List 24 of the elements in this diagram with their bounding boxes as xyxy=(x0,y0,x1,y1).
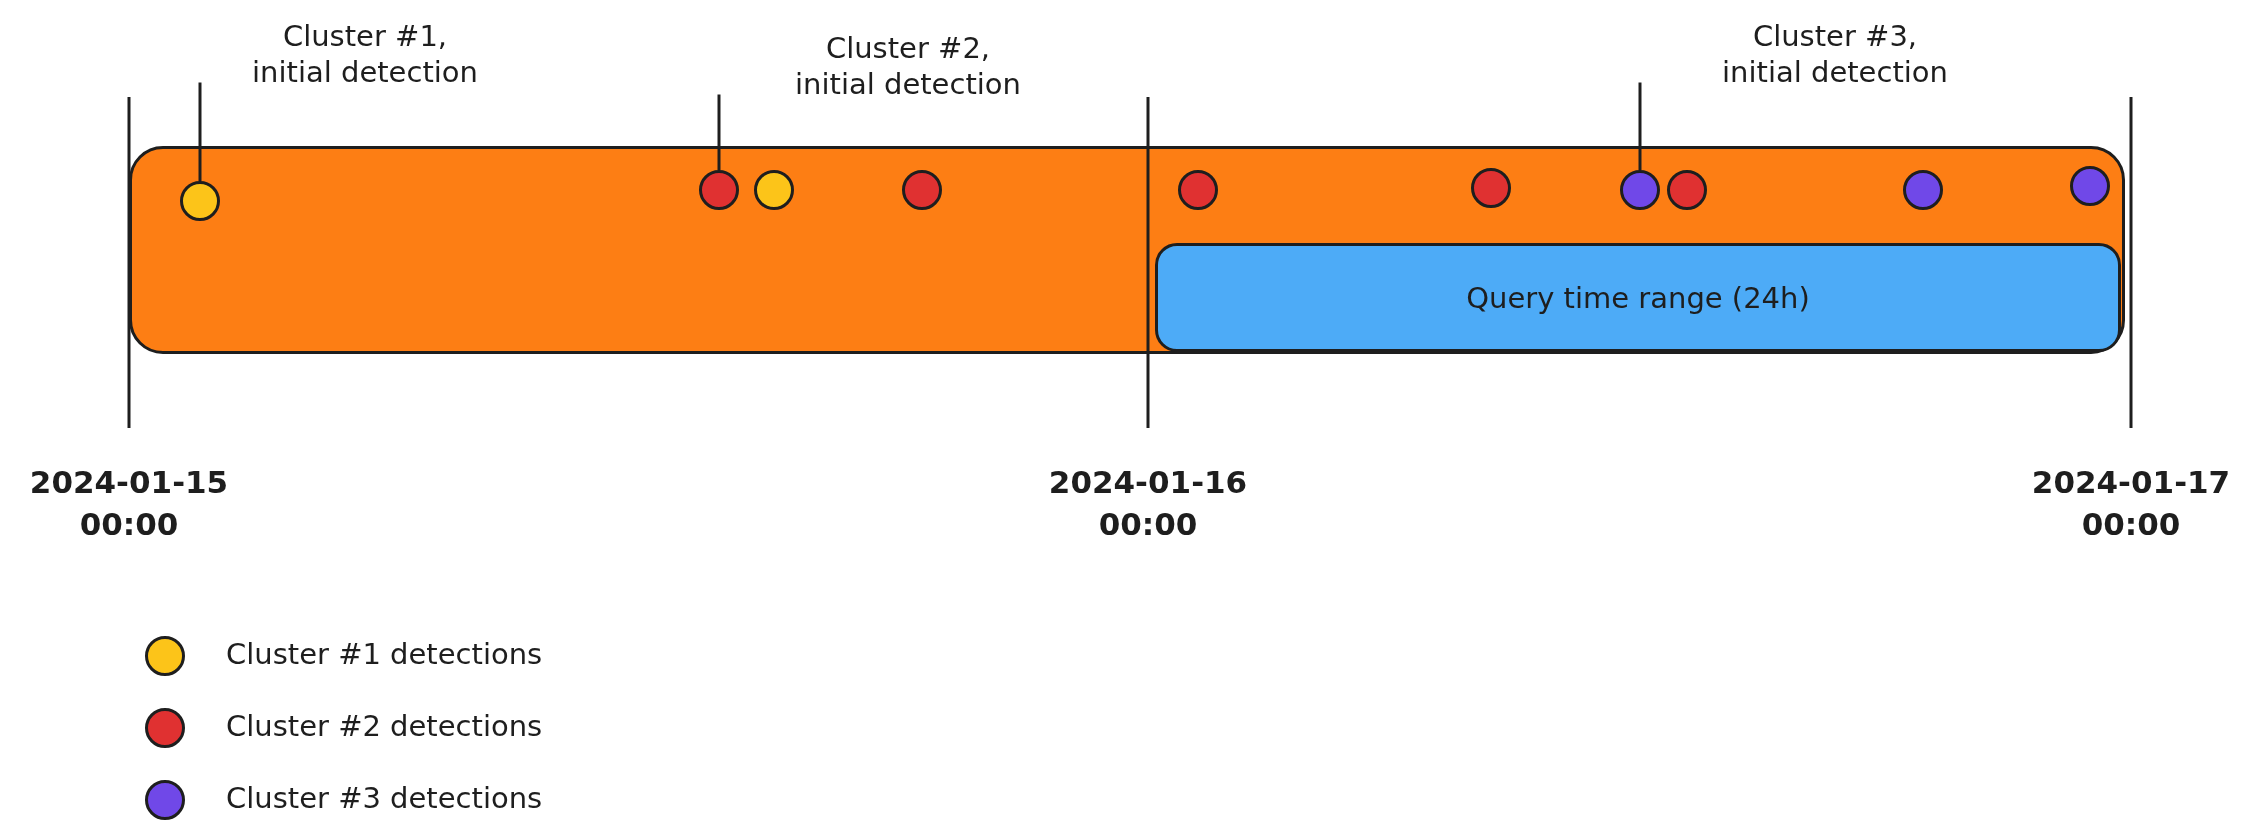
detection-dot xyxy=(2070,166,2110,206)
detection-dot xyxy=(1620,170,1660,210)
callout-text: Cluster #2, initial detection xyxy=(788,30,1028,103)
leader-line xyxy=(1638,82,1642,170)
detection-dot xyxy=(754,170,794,210)
callout-text: Cluster #3, initial detection xyxy=(1715,18,1955,91)
leader-line xyxy=(717,94,721,170)
detection-dot xyxy=(180,181,220,221)
timeline-bar xyxy=(129,146,2125,354)
callout-text: Cluster #1, initial detection xyxy=(245,18,485,91)
legend-text: Cluster #3 detections xyxy=(226,781,543,815)
date-label: 2024-01-17 00:00 xyxy=(2030,463,2232,544)
time-range-bar: Query time range (24h) xyxy=(1155,243,2121,352)
detection-dot xyxy=(1471,168,1511,208)
legend-text: Cluster #1 detections xyxy=(226,637,543,671)
leader-line xyxy=(198,82,202,181)
detection-dot xyxy=(1178,170,1218,210)
legend-text: Cluster #2 detections xyxy=(226,709,543,743)
detection-dot xyxy=(1667,170,1707,210)
date-label: 2024-01-15 00:00 xyxy=(28,463,230,544)
detection-dot xyxy=(1903,170,1943,210)
detection-dot xyxy=(699,170,739,210)
detection-dot xyxy=(902,170,942,210)
date-label: 2024-01-16 00:00 xyxy=(1047,463,1249,544)
